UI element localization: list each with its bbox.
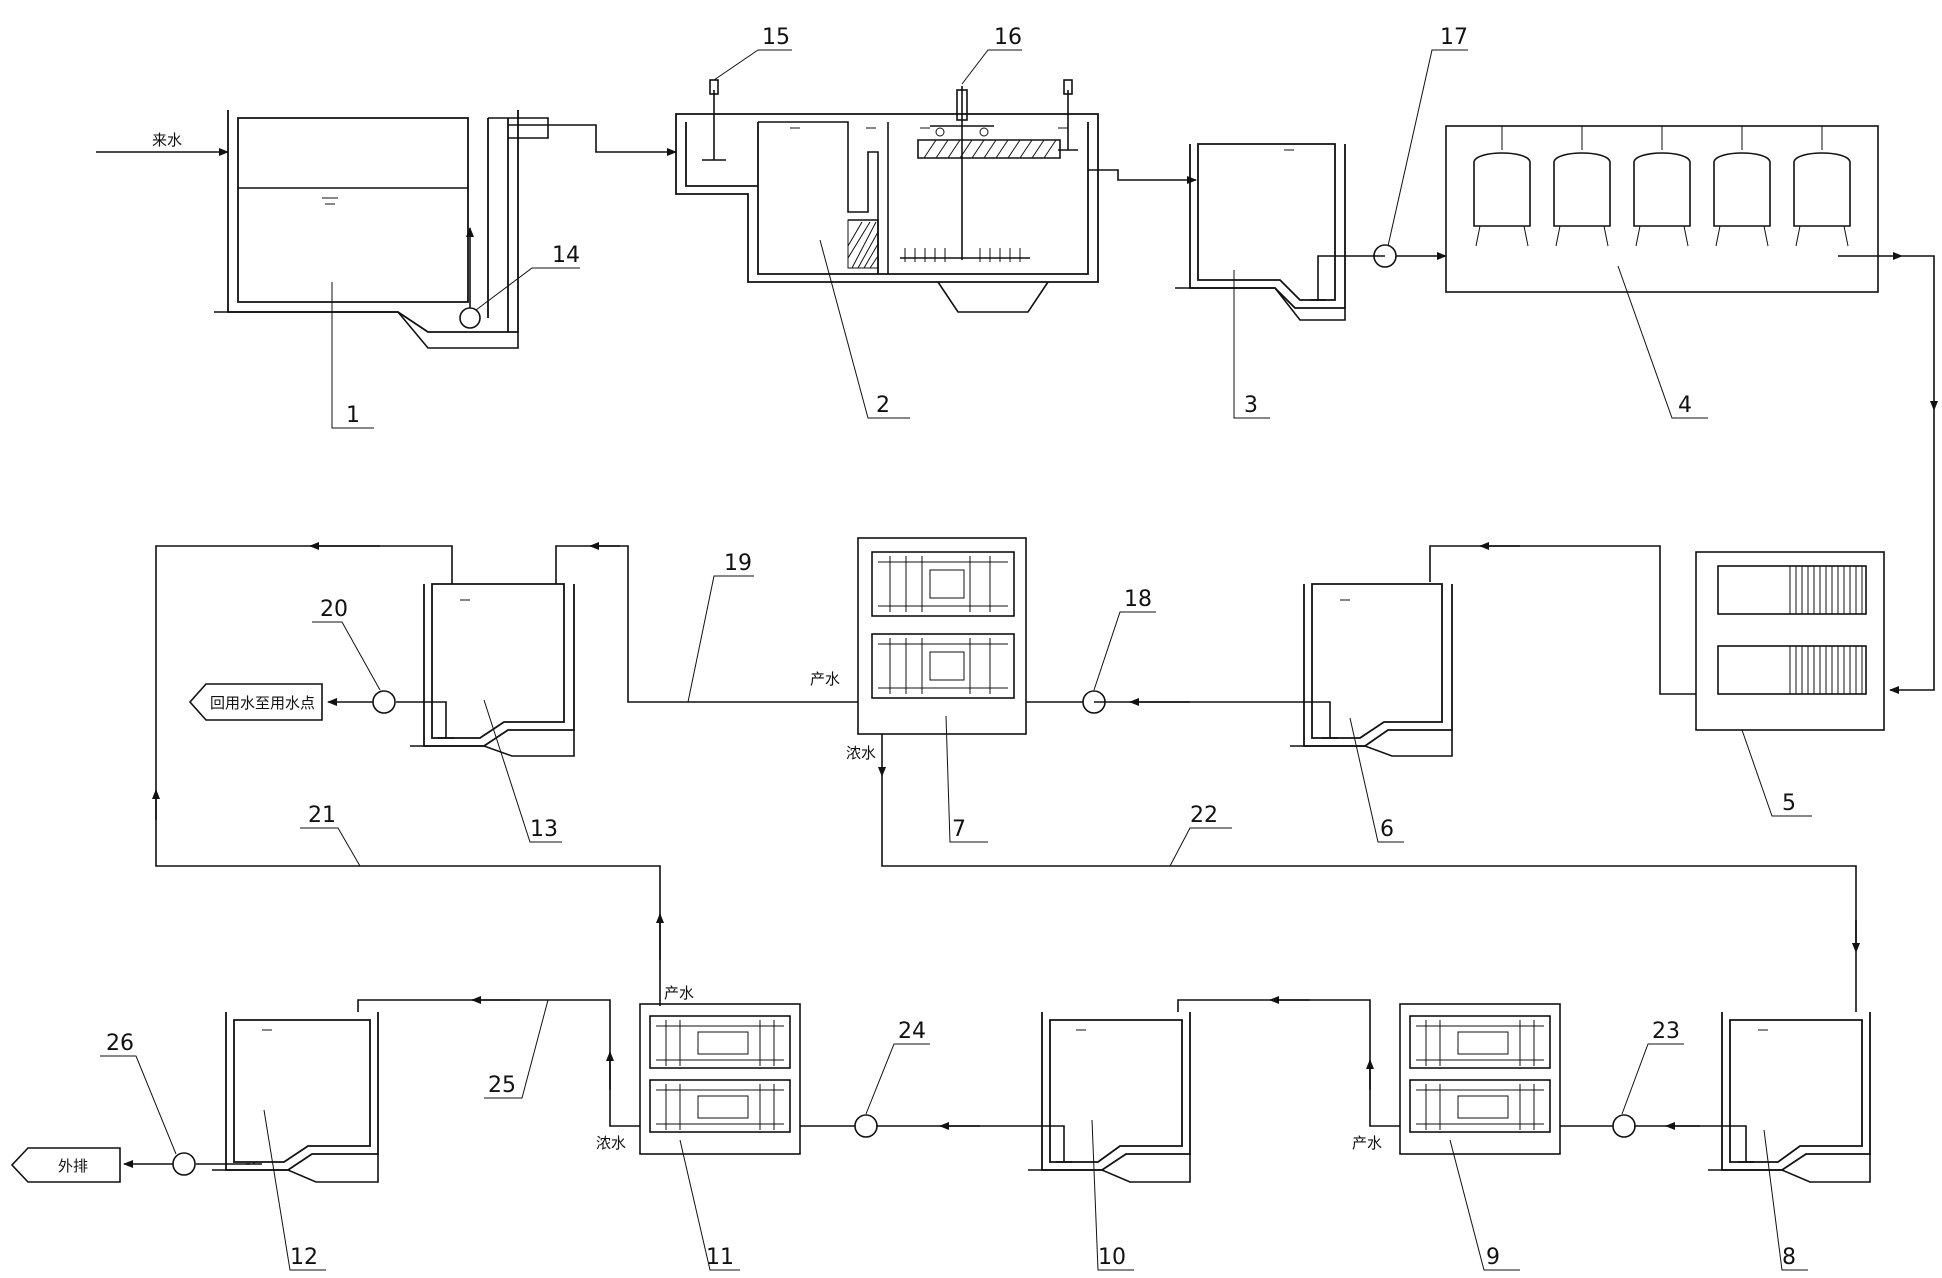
concentrate-11-label: 浓水: [596, 1134, 626, 1152]
callout-21: 21: [308, 803, 336, 828]
callout-25: 25: [488, 1073, 516, 1098]
mixer-15-icon: [702, 79, 726, 161]
concentrate-7-label: 浓水: [846, 744, 876, 762]
callout-26: 26: [106, 1031, 134, 1056]
pump-24-icon: [854, 1114, 878, 1138]
tank-1: [214, 110, 549, 349]
reuse-outlet-box: 回用水至用水点: [188, 683, 323, 721]
reuse-outlet-label: 回用水至用水点: [210, 694, 315, 712]
tank-3: [1175, 143, 1385, 321]
inflow-label: 来水: [152, 131, 182, 149]
mixer-right-icon: [1058, 79, 1078, 151]
callout-13: 13: [530, 817, 558, 842]
membrane-unit-9: [1399, 1003, 1561, 1155]
callout-6: 6: [1380, 817, 1394, 842]
callout-23: 23: [1652, 1019, 1680, 1044]
callout-7: 7: [952, 817, 966, 842]
device-5: [1695, 551, 1885, 731]
membrane-unit-7: [857, 537, 1027, 735]
product-water-9-label: 产水: [1352, 1134, 1382, 1152]
tank-12: [196, 1012, 379, 1183]
callout-16: 16: [994, 25, 1022, 50]
callout-10: 10: [1098, 1245, 1126, 1270]
product-water-7-label: 产水: [810, 670, 840, 688]
callout-19: 19: [724, 551, 752, 576]
callout-24: 24: [898, 1019, 926, 1044]
callout-5: 5: [1782, 791, 1796, 816]
callout-11: 11: [706, 1245, 734, 1270]
inflow-line: 来水: [96, 131, 229, 156]
callout-20: 20: [320, 597, 348, 622]
pump-20-icon: [372, 690, 396, 714]
pump-23-icon: [1612, 1114, 1636, 1138]
tank-13: [396, 583, 575, 757]
tank-6: [1094, 583, 1453, 757]
pump-14-icon: [459, 307, 481, 329]
callout-8: 8: [1782, 1245, 1796, 1270]
pump-26-icon: [172, 1152, 196, 1176]
callout-22: 22: [1190, 803, 1218, 828]
discharge-outlet-label: 外排: [58, 1157, 88, 1175]
product-water-11-label: 产水: [664, 984, 694, 1002]
callout-1: 1: [346, 403, 360, 428]
discharge-outlet-box: 外排: [10, 1147, 121, 1183]
callout-15: 15: [762, 25, 790, 50]
filter-bank-4: [1445, 125, 1879, 293]
callout-4: 4: [1678, 393, 1692, 418]
callout-3: 3: [1244, 393, 1258, 418]
callout-12: 12: [290, 1245, 318, 1270]
callout-2: 2: [876, 393, 890, 418]
callout-18: 18: [1124, 587, 1152, 612]
tank-2: [675, 79, 1099, 313]
membrane-unit-11: [639, 1003, 801, 1155]
callout-9: 9: [1486, 1245, 1500, 1270]
callout-17: 17: [1440, 25, 1468, 50]
tank-10: [876, 1012, 1191, 1183]
scraper-16-icon: [900, 86, 1030, 262]
callouts: 1 2 3 4 5 6 7 8 9 10 11 12 13 14 15 16 1: [100, 25, 1812, 1271]
callout-14: 14: [552, 243, 580, 268]
